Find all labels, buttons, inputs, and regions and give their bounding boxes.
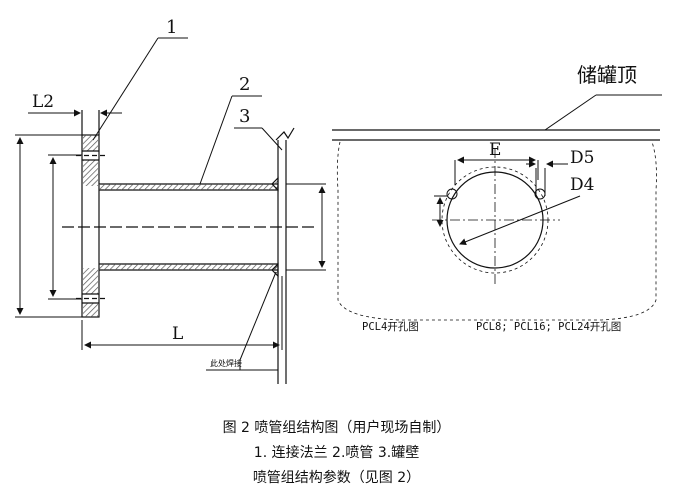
leader-part-3 <box>234 127 283 151</box>
flange-section <box>76 110 106 318</box>
dim-pipe-od <box>286 183 326 271</box>
nozzle-assembly-drawing: L2 L 1 2 3 此处焊接 储罐顶 <box>15 17 662 384</box>
dim-l-label: L <box>172 324 183 344</box>
dim-e-label: E <box>489 140 501 160</box>
dim-l2-label: L2 <box>32 92 54 112</box>
dim-bolt-circle <box>48 154 82 300</box>
tank-top-label: 储罐顶 <box>577 63 637 87</box>
pcl4-label: PCL4开孔图 <box>362 320 419 333</box>
tank-outline-dashed <box>336 141 657 321</box>
tank-top-plate <box>332 129 660 141</box>
weld-leader <box>206 271 278 371</box>
dim-d5 <box>526 160 568 196</box>
part-3-label: 3 <box>239 106 250 127</box>
pcl-multi-label: PCL8; PCL16; PCL24开孔图 <box>476 320 621 333</box>
params-caption: 喷管组结构参数（见图 2） <box>252 470 421 486</box>
part-1-label: 1 <box>166 17 177 38</box>
leader-part-1 <box>92 37 188 141</box>
leader-part-2 <box>199 95 262 185</box>
weld-note: 此处焊接 <box>210 358 242 368</box>
dim-e <box>454 156 539 185</box>
tank-top-leader <box>544 94 662 131</box>
figure-title: 图 2 喷管组结构图（用户现场自制） <box>222 420 451 436</box>
nozzle-pipe-section <box>62 176 318 278</box>
nozzle-opening-circles <box>432 148 560 285</box>
dim-d5-label: D5 <box>570 148 594 168</box>
dim-d4 <box>459 195 581 246</box>
dim-hole-offset <box>434 195 448 227</box>
tank-wall-section <box>275 127 295 384</box>
dim-flange-outer <box>15 134 82 318</box>
parts-list: 1. 连接法兰 2.喷管 3.罐壁 <box>253 445 420 461</box>
dim-d4-label: D4 <box>570 175 594 195</box>
part-2-label: 2 <box>239 74 250 95</box>
